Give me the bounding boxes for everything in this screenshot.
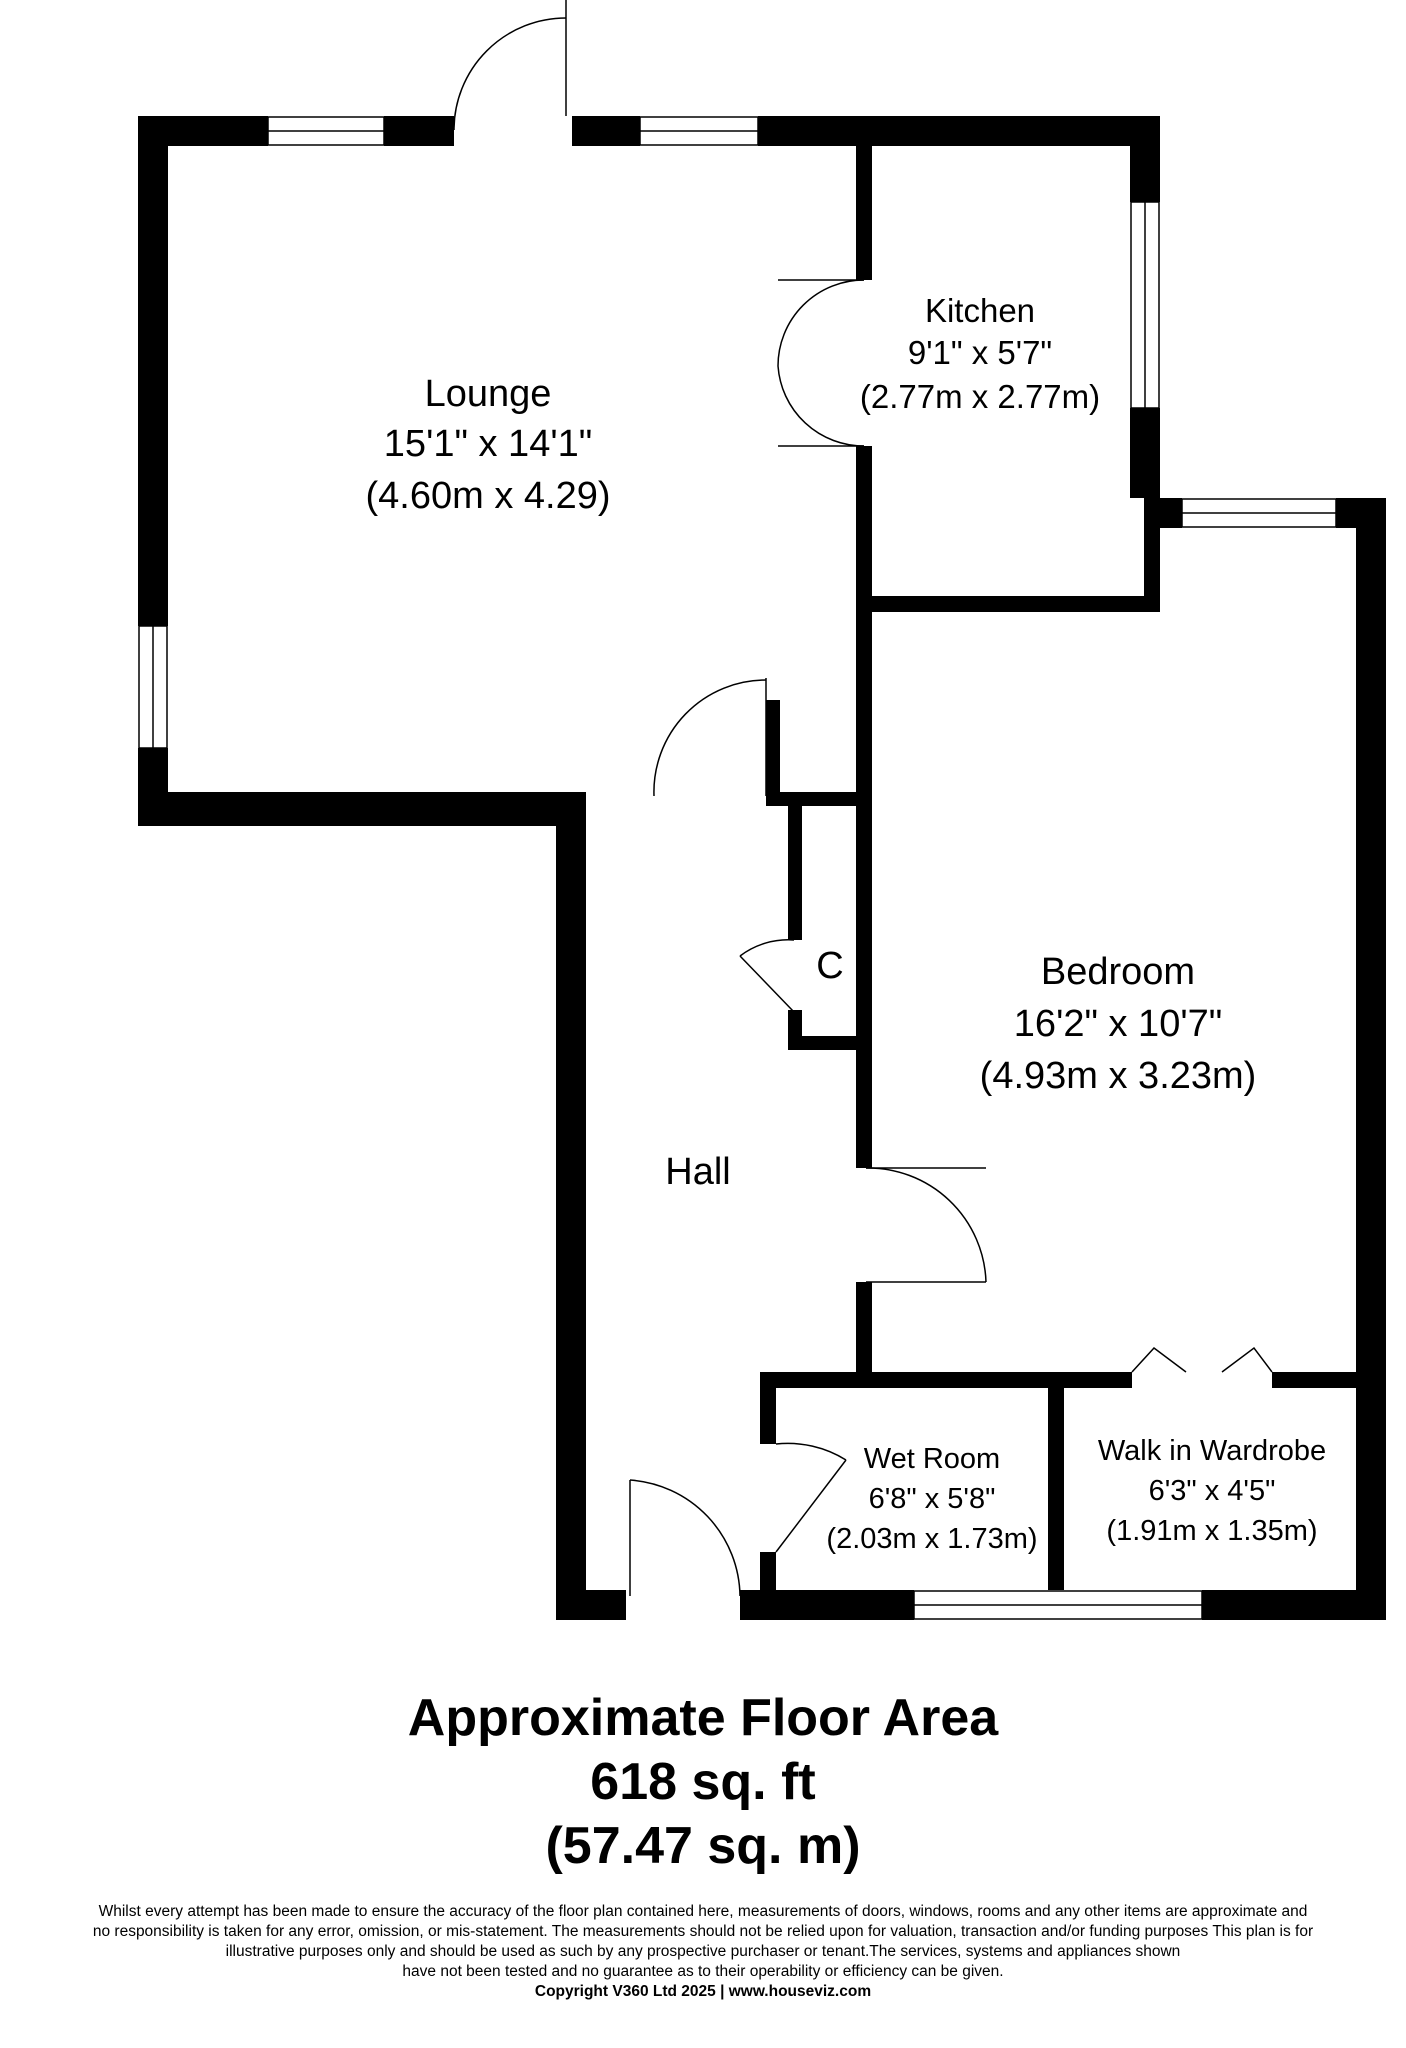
- kitchen-size-imperial: 9'1" x 5'7": [908, 334, 1052, 371]
- cupboard-left-wall: [788, 806, 802, 940]
- kitchen-left-wall-upper: [856, 146, 872, 280]
- entrance-door: [629, 1479, 741, 1597]
- doors: [453, 0, 1273, 1597]
- wetroom-top-wall: [760, 1372, 1132, 1388]
- disclaimer-line: have not been tested and no guarantee as…: [402, 1963, 1004, 1980]
- lounge-top-window-left: [267, 116, 385, 146]
- kitchen-left-wall-lower: [856, 446, 872, 806]
- wetroom-size-imperial: 6'8" x 5'8": [869, 1483, 996, 1515]
- top-wall-kitchen: [758, 116, 1160, 146]
- wetroom-door: [775, 1442, 847, 1553]
- lounge-left-window: [138, 625, 168, 749]
- windows: [138, 116, 1337, 1620]
- lounge-bottom-wall-right: [766, 792, 860, 806]
- hall-bottom-wall-left: [556, 1590, 626, 1620]
- lounge-top-window-right: [639, 116, 759, 146]
- kitchen-right-window: [1130, 201, 1160, 409]
- wardrobe-top-wall-right: [1272, 1372, 1372, 1388]
- lounge-inner-stub: [766, 700, 780, 800]
- front-door-lounge: [453, 0, 567, 131]
- copyright-notice: Copyright V360 Ltd 2025 | www.houseviz.c…: [534, 1983, 872, 2000]
- cupboard-door: [739, 939, 795, 1013]
- bedroom-size-imperial: 16'2" x 10'7": [1014, 1003, 1222, 1045]
- wardrobe-size-metric: (1.91m x 1.35m): [1106, 1515, 1317, 1547]
- lounge-size-imperial: 15'1" x 14'1": [384, 423, 592, 465]
- floor-plan: Lounge 15'1" x 14'1" (4.60m x 4.29) Kitc…: [138, 0, 1386, 1620]
- kitchen-right-wall-lower: [1130, 408, 1160, 498]
- kitchen-double-doors: [777, 279, 865, 447]
- floor-area-title: Approximate Floor Area: [407, 1689, 999, 1747]
- floor-area-metric: (57.47 sq. m): [545, 1817, 861, 1875]
- room-labels: Lounge 15'1" x 14'1" (4.60m x 4.29) Kitc…: [366, 292, 1327, 1555]
- wardrobe-size-imperial: 6'3" x 4'5": [1149, 1475, 1276, 1507]
- bedroom-inner-right-strip: [1144, 498, 1160, 612]
- wardrobe-double-doors: [1131, 1346, 1273, 1373]
- disclaimer: Whilst every attempt has been made to en…: [0, 1902, 1406, 2002]
- wetroom-left-wall-upper: [760, 1372, 776, 1444]
- bedroom-left-wall-upper: [856, 806, 872, 1168]
- hall-name: Hall: [665, 1151, 730, 1193]
- wetroom-wardrobe-divider: [1048, 1388, 1064, 1590]
- walls: [138, 116, 1386, 1620]
- kitchen-name: Kitchen: [925, 292, 1035, 329]
- wetroom-size-metric: (2.03m x 1.73m): [826, 1523, 1037, 1555]
- kitchen-right-wall-upper: [1130, 116, 1160, 202]
- disclaimer-line: no responsibility is taken for any error…: [92, 1923, 1314, 1940]
- cupboard-name: C: [816, 945, 843, 987]
- kitchen-size-metric: (2.77m x 2.77m): [860, 378, 1100, 415]
- kitchen-bottom-wall: [872, 596, 1144, 612]
- lounge-top-wall-right: [572, 116, 640, 146]
- wetroom-name: Wet Room: [864, 1443, 1000, 1475]
- disclaimer-line: illustrative purposes only and should be…: [225, 1943, 1181, 1960]
- bedroom-door: [865, 1167, 987, 1283]
- disclaimer-line: Whilst every attempt has been made to en…: [98, 1903, 1308, 1920]
- bedroom-top-window: [1181, 498, 1337, 528]
- wetroom-left-wall-lower: [760, 1552, 776, 1620]
- lounge-hall-door: [653, 678, 767, 797]
- wardrobe-name: Walk in Wardrobe: [1098, 1435, 1326, 1467]
- lounge-bottom-wall: [138, 792, 586, 826]
- bedroom-left-wall-lower: [856, 1282, 872, 1382]
- lounge-size-metric: (4.60m x 4.29): [366, 475, 611, 517]
- floor-area-imperial: 618 sq. ft: [590, 1753, 816, 1811]
- bottom-wall-right-b: [1202, 1590, 1386, 1620]
- hall-left-wall: [556, 806, 586, 1620]
- lounge-name: Lounge: [425, 373, 552, 415]
- cupboard-bottom-wall: [788, 1036, 860, 1050]
- bedroom-size-metric: (4.93m x 3.23m): [980, 1055, 1257, 1097]
- bedroom-name: Bedroom: [1041, 951, 1195, 993]
- bottom-window: [913, 1590, 1203, 1620]
- bedroom-right-wall: [1356, 498, 1386, 1620]
- lounge-left-wall-upper: [138, 116, 168, 626]
- lounge-top-wall-mid: [384, 116, 454, 146]
